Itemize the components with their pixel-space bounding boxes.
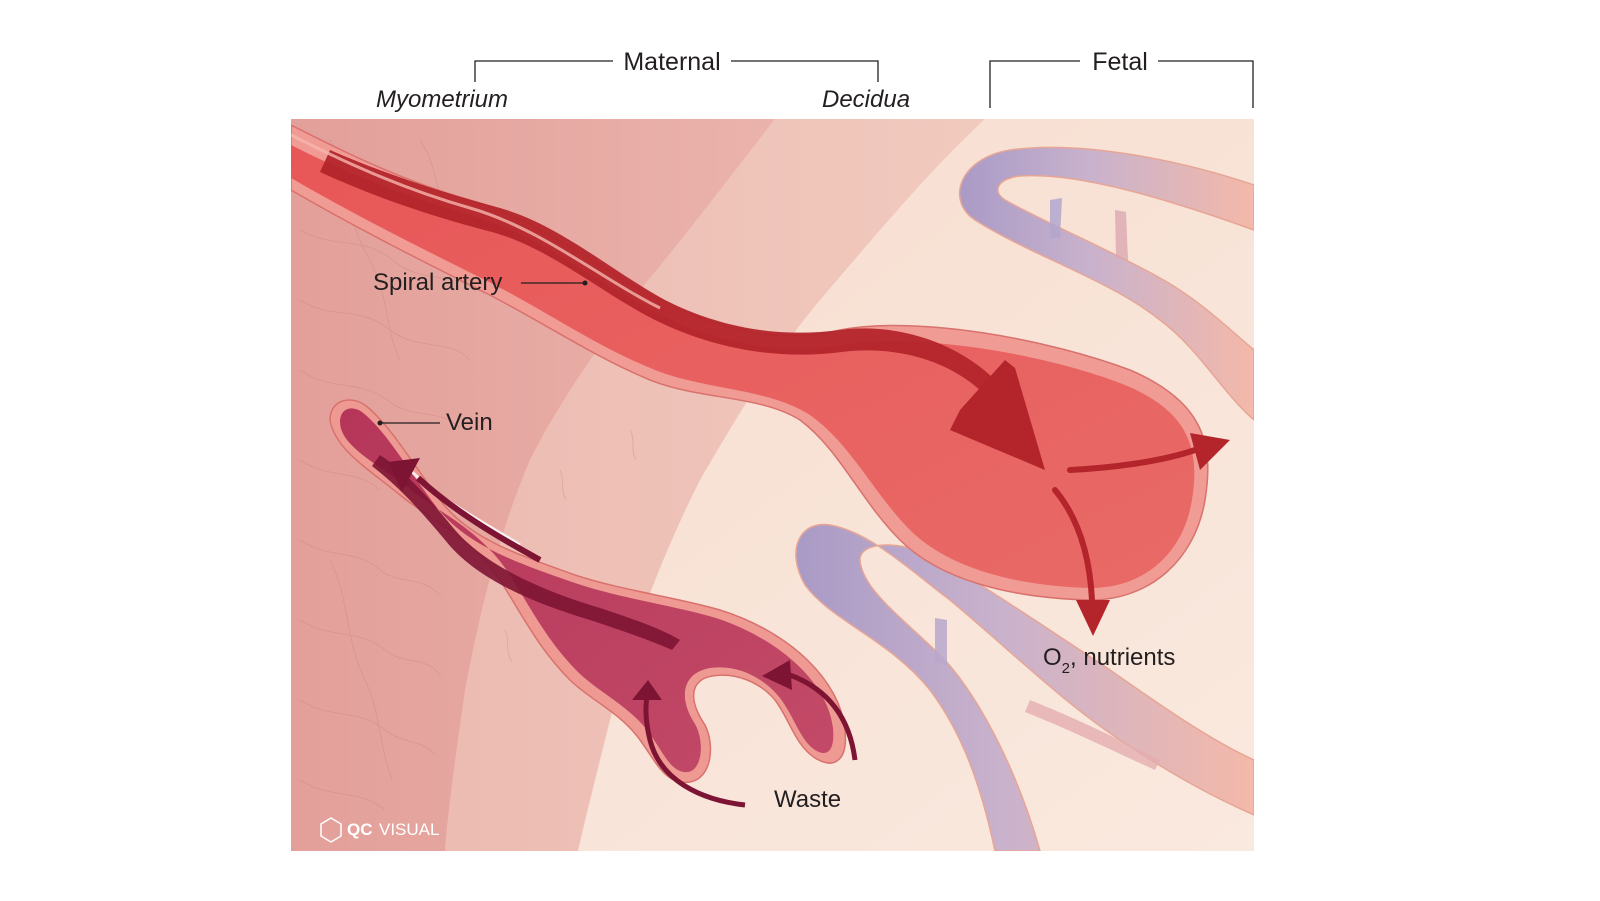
logo-icon bbox=[320, 817, 342, 843]
vein-label: Vein bbox=[446, 409, 493, 436]
decidua-label: Decidua bbox=[822, 86, 910, 113]
maternal-bracket bbox=[474, 60, 879, 82]
maternal-label: Maternal bbox=[623, 48, 720, 76]
logo-brand-light: VISUAL bbox=[379, 820, 439, 839]
nutrient-arrow-right bbox=[1067, 433, 1230, 473]
spiral-artery bbox=[291, 124, 1209, 601]
nutrients-suffix: , nutrients bbox=[1070, 644, 1175, 671]
fetal-villus-upper bbox=[958, 146, 1254, 422]
myometrium-layer bbox=[291, 119, 775, 851]
logo-brand-bold: QC bbox=[347, 820, 373, 839]
fetal-bracket bbox=[989, 60, 1254, 108]
spiral-artery-label: Spiral artery bbox=[373, 269, 502, 296]
qc-visual-logo: QC VISUAL bbox=[320, 817, 439, 843]
nutrients-subscript: 2 bbox=[1062, 660, 1070, 677]
fetal-villus-lower bbox=[795, 523, 1254, 851]
spiral-artery-leader-dot bbox=[582, 280, 588, 286]
myometrium-label: Myometrium bbox=[376, 86, 508, 113]
nutrients-prefix: O bbox=[1043, 644, 1062, 671]
illustration-panel: QC VISUAL bbox=[291, 119, 1254, 851]
vein-leader-dot bbox=[377, 420, 383, 426]
arterial-flow-arrow bbox=[950, 360, 1045, 470]
waste-arrows bbox=[632, 660, 858, 808]
nutrients-label: O2, nutrients bbox=[1043, 644, 1175, 677]
fetal-label: Fetal bbox=[1092, 48, 1148, 76]
waste-label: Waste bbox=[774, 786, 841, 813]
vein-flow-arrow bbox=[388, 458, 542, 563]
nutrient-arrow-down bbox=[1052, 487, 1110, 636]
